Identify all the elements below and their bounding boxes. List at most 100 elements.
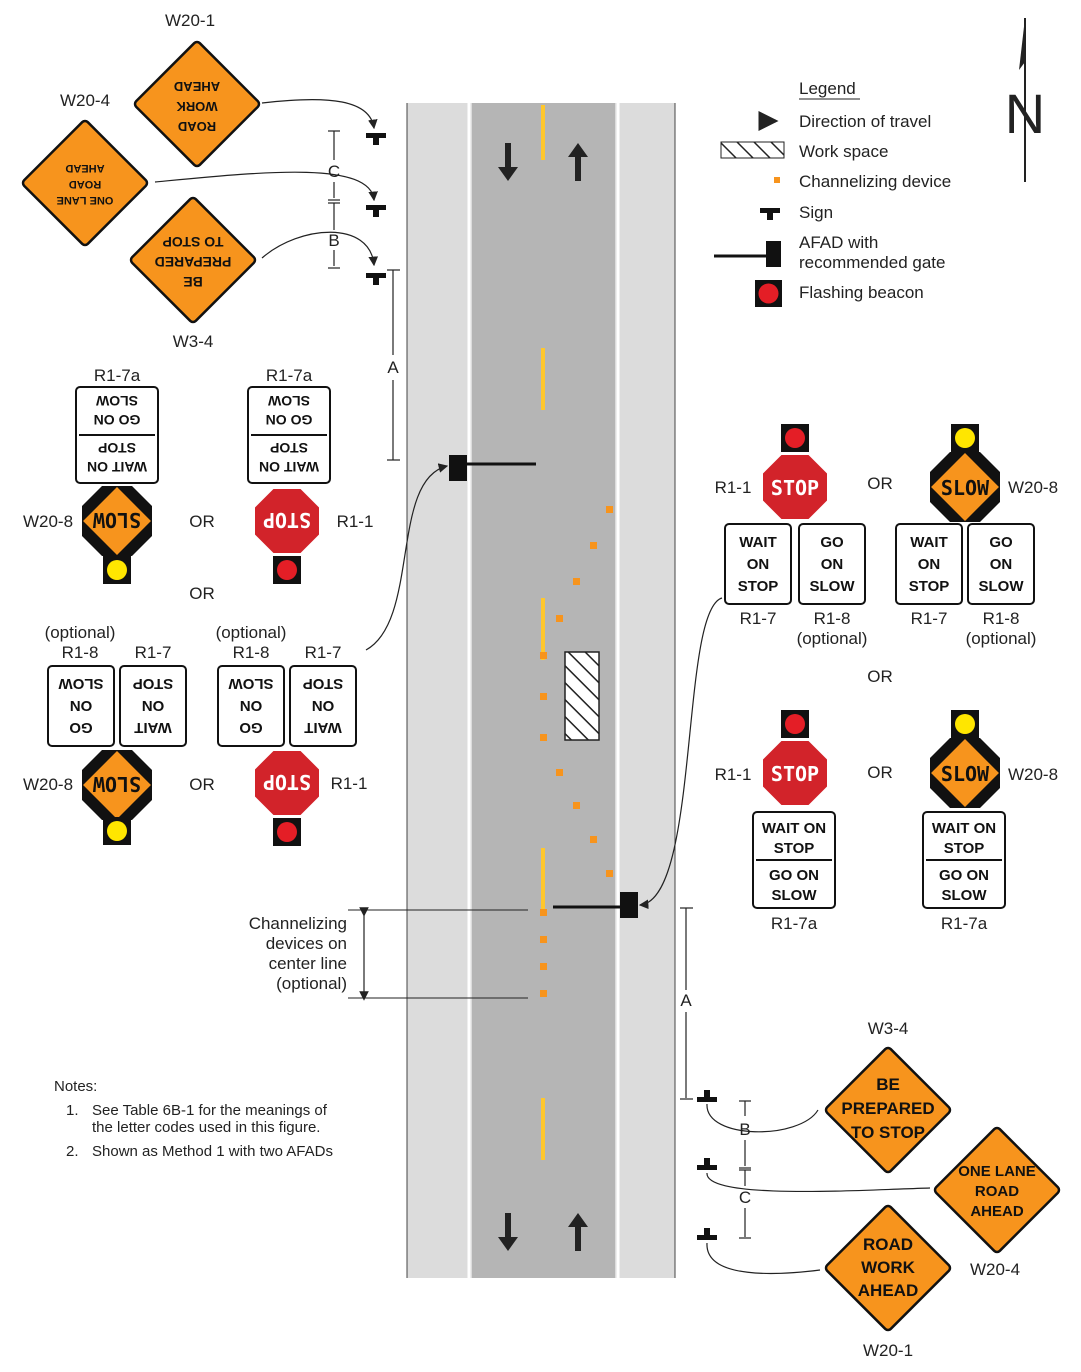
svg-text:GO ON: GO ON bbox=[769, 867, 819, 884]
svg-text:R1-7a: R1-7a bbox=[266, 366, 313, 385]
legend-label: Sign bbox=[799, 203, 833, 222]
svg-text:R1-8: R1-8 bbox=[814, 609, 851, 628]
svg-text:AHEAD: AHEAD bbox=[65, 162, 104, 174]
svg-text:2.: 2. bbox=[66, 1143, 79, 1160]
svg-text:OR: OR bbox=[867, 667, 893, 686]
svg-text:A: A bbox=[680, 991, 692, 1010]
centerline-callout: Channelizing devices on center line (opt… bbox=[249, 907, 528, 1001]
sign-r1-8-flipped-1: GO ON SLOW bbox=[47, 665, 115, 747]
svg-text:R1-7: R1-7 bbox=[135, 643, 172, 662]
svg-text:GO ON: GO ON bbox=[939, 867, 989, 884]
leader-to-afad-north bbox=[365, 463, 449, 651]
svg-text:W20-8: W20-8 bbox=[1008, 478, 1058, 497]
svg-text:OR: OR bbox=[867, 763, 893, 782]
svg-text:R1-8: R1-8 bbox=[62, 643, 99, 662]
svg-text:ROAD: ROAD bbox=[178, 119, 216, 134]
notes-title: Notes: bbox=[54, 1078, 97, 1095]
svg-text:ON: ON bbox=[821, 556, 844, 573]
svg-text:OR: OR bbox=[189, 584, 215, 603]
svg-text:ON: ON bbox=[918, 556, 941, 573]
svg-text:Channelizing: Channelizing bbox=[249, 914, 347, 933]
sign-code-w3-4: W3-4 bbox=[173, 332, 214, 351]
roadway bbox=[406, 103, 676, 1278]
north-arrow: N bbox=[1005, 18, 1045, 182]
svg-text:C: C bbox=[739, 1188, 751, 1207]
afad-north bbox=[449, 455, 536, 481]
svg-text:BE: BE bbox=[876, 1075, 900, 1094]
svg-text:R1-1: R1-1 bbox=[715, 478, 752, 497]
svg-text:STOP: STOP bbox=[771, 476, 819, 500]
southbound-arrow-bottom bbox=[498, 1213, 518, 1251]
svg-text:ON: ON bbox=[70, 697, 93, 714]
sign-w3-4-bottom: BE PREPARED TO STOP bbox=[824, 1046, 952, 1174]
svg-text:R1-7a: R1-7a bbox=[941, 914, 988, 933]
svg-text:WAIT ON: WAIT ON bbox=[259, 459, 319, 475]
svg-text:R1-8: R1-8 bbox=[233, 643, 270, 662]
svg-text:WAIT ON: WAIT ON bbox=[762, 820, 826, 837]
sign-w20-1-bottom: ROAD WORK AHEAD bbox=[824, 1204, 952, 1332]
sign-w20-8-right-1: SLOW bbox=[930, 424, 1000, 522]
svg-text:GO: GO bbox=[69, 719, 93, 736]
sign-r1-1-right-2: STOP bbox=[761, 710, 829, 807]
svg-text:ON: ON bbox=[990, 556, 1013, 573]
svg-text:WAIT: WAIT bbox=[910, 534, 948, 551]
svg-text:TO STOP: TO STOP bbox=[851, 1123, 925, 1142]
svg-text:SLOW: SLOW bbox=[942, 887, 988, 904]
svg-text:GO: GO bbox=[989, 534, 1013, 551]
svg-text:GO: GO bbox=[820, 534, 844, 551]
sign-r1-1-flipped-1: STOP bbox=[253, 487, 321, 584]
sign-w20-4-bottom: ONE LANE ROAD AHEAD bbox=[933, 1126, 1061, 1254]
svg-text:(optional): (optional) bbox=[797, 629, 868, 648]
svg-text:R1-8: R1-8 bbox=[983, 609, 1020, 628]
northbound-arrow-top bbox=[568, 143, 588, 181]
svg-text:STOP: STOP bbox=[944, 840, 985, 857]
svg-text:(optional): (optional) bbox=[966, 629, 1037, 648]
svg-text:See Table 6B-1 for the meaning: See Table 6B-1 for the meanings of bbox=[92, 1102, 328, 1119]
svg-text:STOP: STOP bbox=[738, 578, 779, 595]
svg-text:ON: ON bbox=[747, 556, 770, 573]
svg-text:SLOW: SLOW bbox=[228, 675, 274, 692]
svg-text:STOP: STOP bbox=[303, 675, 344, 692]
legend-sign-icon bbox=[760, 208, 780, 220]
svg-text:W3-4: W3-4 bbox=[868, 1019, 909, 1038]
dimension-c-label: C bbox=[328, 162, 340, 181]
svg-text:SLOW: SLOW bbox=[941, 762, 990, 786]
svg-text:(optional): (optional) bbox=[45, 623, 116, 642]
svg-text:AHEAD: AHEAD bbox=[970, 1203, 1024, 1220]
work-space bbox=[564, 651, 600, 741]
svg-text:(optional): (optional) bbox=[276, 974, 347, 993]
svg-text:STOP: STOP bbox=[263, 770, 311, 794]
svg-text:SLOW: SLOW bbox=[941, 476, 990, 500]
sign-w20-8-right-2: SLOW bbox=[930, 710, 1000, 808]
legend-title: Legend bbox=[799, 79, 856, 98]
sign-code-w20-4: W20-4 bbox=[60, 91, 110, 110]
svg-text:W20-8: W20-8 bbox=[23, 512, 73, 531]
svg-text:ROAD: ROAD bbox=[975, 1183, 1019, 1200]
sign-w20-4-top: ONE LANE ROAD AHEAD bbox=[21, 119, 149, 247]
svg-text:AHEAD: AHEAD bbox=[858, 1281, 918, 1300]
top-sign-group: W20-1 ROAD WORK AHEAD W20-4 ONE LANE ROA… bbox=[21, 11, 400, 461]
southbound-arrow-top bbox=[498, 143, 518, 181]
legend-afad-icon bbox=[714, 241, 781, 267]
svg-text:SLOW: SLOW bbox=[58, 675, 104, 692]
svg-text:B: B bbox=[739, 1120, 750, 1139]
sign-r1-1-right-1: STOP bbox=[761, 424, 829, 521]
svg-text:STOP: STOP bbox=[771, 762, 819, 786]
right-afad-options: STOP R1-1 OR SLOW W20-8 WAIT ON STOP GO ON S… bbox=[638, 424, 1058, 933]
legend-label: Direction of travel bbox=[799, 112, 931, 131]
svg-text:GO ON: GO ON bbox=[266, 412, 313, 428]
svg-text:STOP: STOP bbox=[774, 840, 815, 857]
svg-text:(optional): (optional) bbox=[216, 623, 287, 642]
legend-channelizer-icon bbox=[774, 177, 780, 183]
